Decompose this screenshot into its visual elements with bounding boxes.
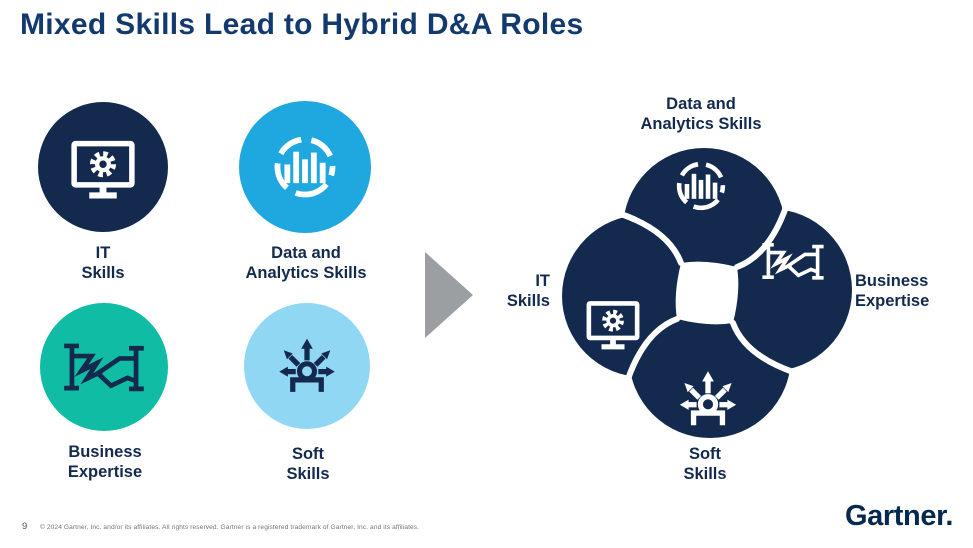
page-number: 9 [22,521,28,532]
skill-circle-business [40,303,168,431]
page-title: Mixed Skills Lead to Hybrid D&A Roles [20,8,584,41]
skill-label-business: Business Expertise [67,443,143,481]
pinwheel-lobes [562,148,852,438]
skill-circle-it [38,102,168,232]
hybrid-roles-pinwheel [562,148,852,438]
person-arrows-icon [275,336,339,396]
skill-circle-data-analytics [239,101,371,233]
pinwheel-swirl-dividers [618,204,796,382]
skill-label-soft: Soft Skills [286,445,330,483]
monitor-gear-icon [70,134,136,200]
pinwheel-label-business: Business Expertise [855,272,930,310]
chart-donut-icon [271,133,339,201]
skill-circle-soft [244,303,370,429]
right-arrow-icon [425,252,473,338]
pinwheel-label-it: IT Skills [506,272,550,310]
handshake-icon [63,342,145,392]
skill-label-it: IT Skills [81,244,125,282]
skill-label-data-analytics: Data and Analytics Skills [245,244,367,282]
copyright-text: © 2024 Gartner, Inc. and/or its affiliat… [40,524,420,531]
gartner-logo: Gartner. [845,500,954,532]
pinwheel-center-hole [675,261,739,325]
